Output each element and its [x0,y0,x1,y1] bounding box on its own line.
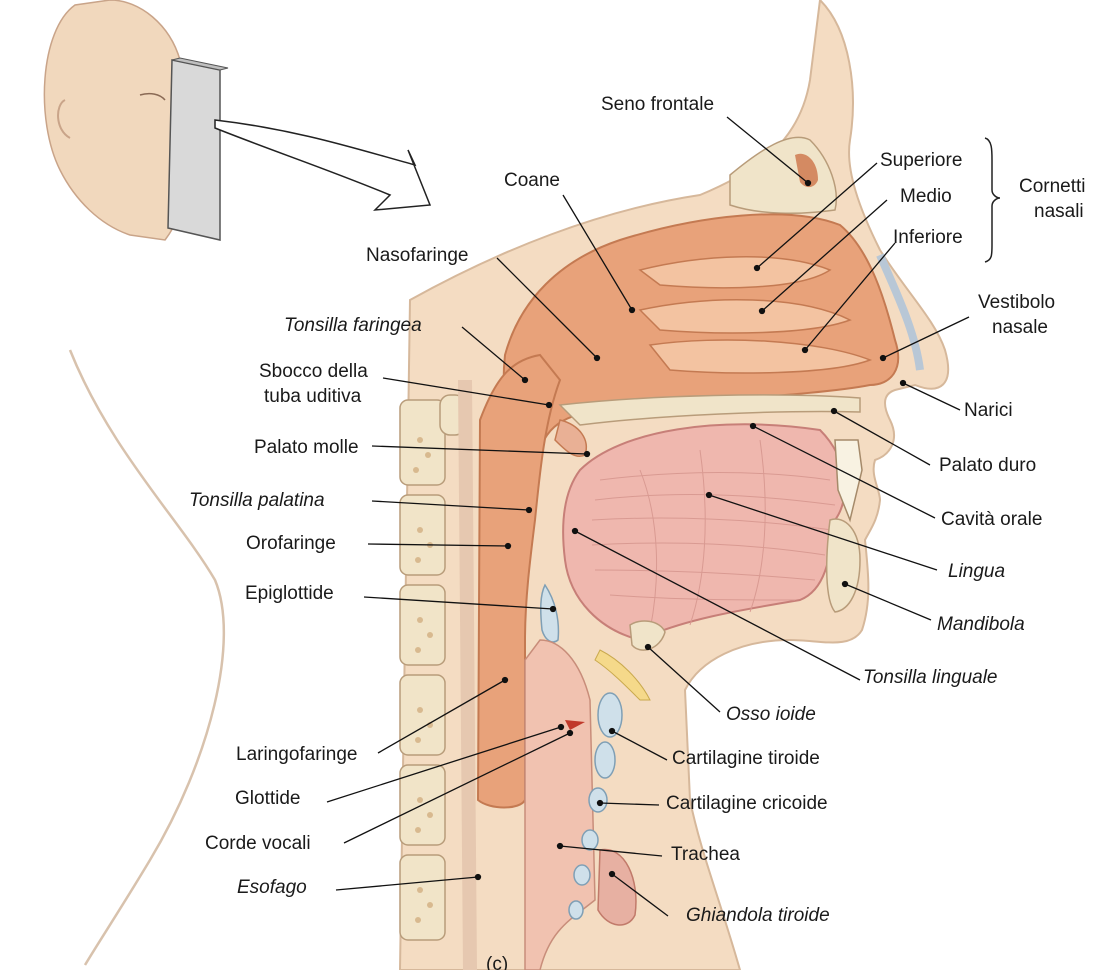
label-tonsilla-palatina: Tonsilla palatina [189,490,325,512]
label-esofago: Esofago [237,877,307,899]
label-corde-vocali: Corde vocali [205,833,311,855]
label-vestibolo-line2: nasale [992,317,1048,339]
label-mandibola: Mandibola [937,614,1025,636]
inset-head-illustration [44,0,430,240]
label-ghiandola-tiroide: Ghiandola tiroide [686,905,830,927]
label-trachea: Trachea [671,844,740,866]
label-seno-frontale: Seno frontale [601,94,714,116]
figure-tag: (c) [486,954,508,970]
neck-outline [70,350,224,965]
label-cavita-orale: Cavità orale [941,509,1042,531]
label-cartilagine-cricoide: Cartilagine cricoide [666,793,828,815]
label-epiglottide: Epiglottide [245,583,334,605]
section-plane [168,60,220,240]
label-sbocco-line1: Sbocco della [259,361,368,383]
label-laringofaringe: Laringofaringe [236,744,357,766]
curved-arrow-icon [215,120,430,210]
label-cartilagine-tiroide: Cartilagine tiroide [672,748,820,770]
prevertebral-tissue [465,380,470,970]
label-narici: Narici [964,400,1013,422]
label-tonsilla-faringea: Tonsilla faringea [284,315,422,337]
label-glottide: Glottide [235,788,300,810]
label-vestibolo-line1: Vestibolo [978,292,1055,314]
label-orofaringe: Orofaringe [246,533,336,555]
label-palato-molle: Palato molle [254,437,359,459]
label-cornetto-medio: Medio [900,186,952,208]
label-cornetto-inferiore: Inferiore [893,227,963,249]
label-cornetti-line1: Cornetti [1019,176,1086,198]
label-palato-duro: Palato duro [939,455,1036,477]
label-osso-ioide: Osso ioide [726,704,816,726]
label-lingua: Lingua [948,561,1005,583]
label-coane: Coane [504,170,560,192]
label-tonsilla-linguale: Tonsilla linguale [863,667,998,689]
label-sbocco-line2: tuba uditiva [264,386,361,408]
label-cornetti-line2: nasali [1034,201,1084,223]
label-cornetto-superiore: Superiore [880,150,962,172]
label-nasofaringe: Nasofaringe [366,245,468,267]
conchae-bracket [985,138,1000,262]
